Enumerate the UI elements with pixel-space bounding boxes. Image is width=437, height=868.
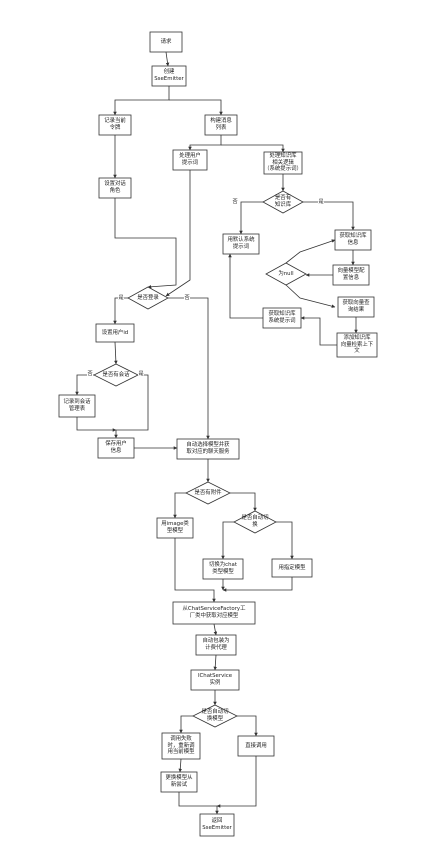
edge-arrow bbox=[114, 341, 118, 365]
edge-arrow bbox=[178, 792, 219, 815]
node-save-user-info-box bbox=[97, 437, 135, 459]
edge-arrow bbox=[216, 756, 257, 808]
node-is-login-decision bbox=[127, 286, 169, 310]
node-call-fail-retry-box bbox=[161, 732, 201, 760]
edge-arrow bbox=[165, 51, 170, 67]
edge-arrow bbox=[114, 374, 149, 439]
edge-arrow bbox=[303, 201, 355, 231]
edge-arrow bbox=[213, 654, 218, 671]
node-has-kb-decision bbox=[262, 190, 304, 214]
node-set-user-id-box bbox=[95, 323, 135, 343]
edge-arrow bbox=[213, 623, 218, 636]
node-get-kb-info-box bbox=[334, 229, 372, 251]
node-add-kb-context-box bbox=[336, 332, 378, 358]
node-handle-kb-prompt-box bbox=[263, 151, 303, 175]
edge-arrow bbox=[174, 538, 216, 603]
edge-arrow bbox=[221, 521, 234, 560]
edge-arrow bbox=[173, 492, 186, 519]
edge-arrow bbox=[113, 297, 128, 325]
node-build-messages-box bbox=[204, 114, 238, 136]
edge-label-no: 否 bbox=[184, 295, 191, 302]
node-record-session-msg-box bbox=[58, 394, 96, 418]
node-vector-model-config-box bbox=[332, 264, 370, 286]
edge-label-no: 否 bbox=[232, 199, 239, 206]
node-call-directly-box bbox=[237, 735, 275, 757]
edge-arrow bbox=[75, 374, 94, 396]
edge-arrow bbox=[165, 170, 191, 297]
node-handle-user-prompt-box bbox=[172, 149, 208, 171]
node-vector-query-result-box bbox=[337, 296, 375, 318]
node-get-from-factory-box bbox=[172, 601, 256, 625]
edge-arrow bbox=[285, 239, 336, 264]
node-get-kb-system-prompt-box bbox=[262, 307, 302, 329]
edge-arrow bbox=[221, 144, 285, 153]
edge-arrow bbox=[228, 253, 263, 319]
node-use-image-model-box bbox=[156, 517, 194, 539]
node-request-box bbox=[149, 31, 183, 53]
node-ichatservice-box bbox=[190, 669, 240, 691]
node-auto-select-model-box bbox=[176, 438, 240, 460]
edge-arrow bbox=[300, 316, 337, 346]
node-return-sse-box bbox=[199, 813, 235, 837]
edge-arrow bbox=[168, 297, 210, 440]
edge-arrow bbox=[239, 201, 263, 235]
edge-arrow bbox=[178, 758, 183, 773]
node-set-role-box bbox=[98, 177, 132, 199]
edge-arrow bbox=[113, 86, 170, 116]
node-use-specified-box bbox=[271, 558, 313, 578]
edge-arrow bbox=[237, 715, 258, 737]
edge-label-yes: 是 bbox=[318, 199, 325, 206]
edge-label-yes: 是 bbox=[118, 295, 125, 302]
edge-arrow bbox=[169, 99, 223, 116]
edge-arrow bbox=[285, 284, 336, 308]
node-replace-retry-box bbox=[160, 771, 198, 793]
edge-arrow bbox=[114, 198, 177, 289]
node-switch-to-chat-box bbox=[202, 558, 244, 580]
node-is-null-decision bbox=[265, 262, 307, 286]
node-has-session-decision bbox=[93, 363, 139, 387]
edge-label-no: 否 bbox=[87, 371, 94, 378]
node-is-auto-switch-decision bbox=[233, 510, 277, 534]
edge-arrow bbox=[188, 135, 222, 151]
edge-arrow bbox=[222, 577, 293, 592]
edge-label-yes: 是 bbox=[138, 371, 145, 378]
node-record-token-box bbox=[98, 114, 132, 136]
edge-arrow bbox=[230, 492, 257, 512]
node-is-auto-switch-fail-decision bbox=[192, 704, 238, 728]
edge-arrow bbox=[76, 417, 117, 432]
node-use-default-prompt-box bbox=[222, 233, 260, 255]
edge-arrow bbox=[276, 521, 294, 560]
node-has-attachment-decision bbox=[185, 481, 231, 505]
node-create-sse-box bbox=[151, 65, 187, 87]
node-auto-billing-box bbox=[195, 634, 237, 656]
edge-arrow bbox=[179, 715, 193, 734]
